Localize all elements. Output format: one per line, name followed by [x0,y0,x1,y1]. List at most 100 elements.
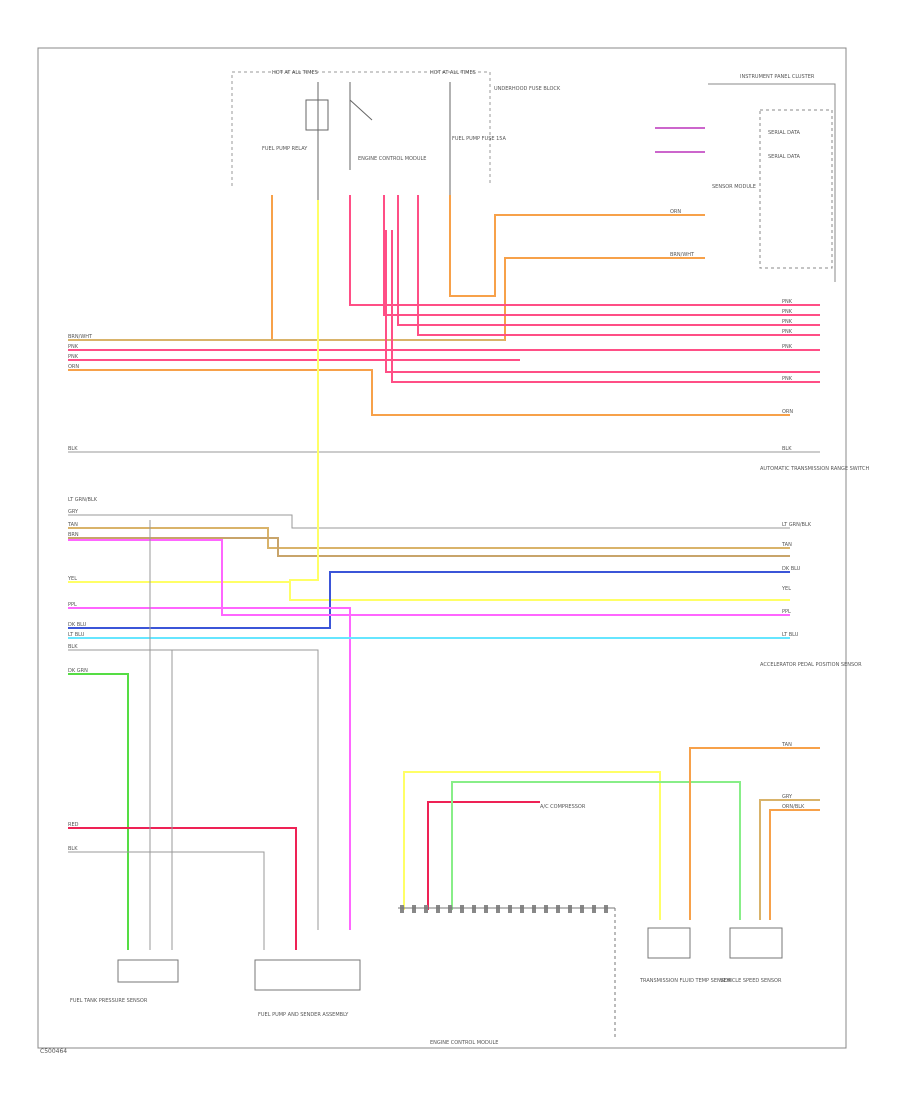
cluster-text-1: SERIAL DATA [768,130,801,136]
ecm-pin [448,905,452,913]
left-wire-label: LT BLU [68,632,85,638]
ecm-pin [604,905,608,913]
wire-orange-0 [271,195,705,341]
right-wire-label: PNK [782,344,793,350]
wire-blue-18 [68,571,790,629]
left-wire-label: LT GRN/BLK [68,497,98,503]
left-wire-label: ORN [68,364,79,370]
right-wire-label: PNK [782,319,793,325]
fuse-top-left-label: HOT AT ALL TIMES [272,70,318,76]
wire-group [68,195,820,950]
wire-light_green-30 [451,781,741,920]
wire-red-29 [427,801,540,910]
wire-pink-8 [397,195,820,326]
ecm-pin [580,905,584,913]
bottom-label-5: VEHICLE SPEED SENSOR [720,978,782,984]
wire-yellow-16 [289,200,790,601]
right-wire-label: ORN [670,209,681,215]
right-wire-label: LT GRN/BLK [782,522,812,528]
wire-magenta-20 [68,607,351,930]
cluster-inputs [655,127,705,153]
left-wire-label: DK GRN [68,668,88,674]
ecm-pin [484,905,488,913]
wire-brown-15 [68,537,790,557]
left-wire-label: DK BLU [68,622,87,628]
right-wire-label: LT BLU [782,632,799,638]
left-wire-label: TAN [67,522,78,528]
wire-pink-9 [417,195,820,336]
left-wire-label: BRN/WHT [68,334,93,340]
left-wire-label: BRN [68,532,79,538]
ecm-pin [556,905,560,913]
right-wire-label: YEL [781,586,791,592]
bottom-label-2: FUEL PUMP AND SENDER ASSEMBLY [258,1012,349,1018]
ecm-pin [544,905,548,913]
right-wire-labels: ORN BRN/WHT PNK PNK PNK PNK PNK PNK ORN BLK LT GRN… [670,209,812,810]
wire-green-23 [68,673,129,950]
left-wire-label: GRY [68,509,79,515]
left-wire-label: BLK [68,644,78,650]
left-wire-label: PNK [68,354,79,360]
wire-gray-13 [68,514,790,529]
right-wire-label: TAN [781,742,792,748]
bottom-components [117,907,783,1040]
right-wire-label: TAN [781,542,792,548]
right-wire-label: GRY [782,794,793,800]
relay-label-1: FUEL PUMP RELAY [262,146,308,152]
wire-pink-7 [383,195,820,316]
right-wire-label: PPL [782,609,791,615]
underhood-box-label: UNDERHOOD FUSE BLOCK [494,86,561,92]
ecm-pin [508,905,512,913]
left-wire-label: RED [68,822,79,828]
right-wire-label: PNK [782,299,793,305]
fuse-relay-box [231,71,491,186]
left-wire-label: PPL [68,602,77,608]
wire-gray-25 [68,851,265,950]
right-wire-label: BLK [782,446,792,452]
wire-pink-11 [391,230,820,383]
right-wire-label: PNK [782,309,793,315]
wire-magenta-19 [68,539,790,616]
instrument-cluster-label: INSTRUMENT PANEL CLUSTER [740,74,815,80]
cluster-text-2: SERIAL DATA [768,154,801,160]
wire-orange-31 [689,747,820,920]
ecm-pin [520,905,524,913]
wire-pink-10 [385,230,820,373]
right-wire-label: ORN [782,409,793,415]
wire-orange-33 [769,809,820,920]
wire-orange-5 [449,195,705,297]
ecm-pin [400,905,404,913]
wire-orange-4 [68,369,790,416]
ecm-pin [568,905,572,913]
wire-gray-22 [68,649,319,930]
side-note-2: ACCELERATOR PEDAL POSITION SENSOR [760,662,862,668]
ecm-pin [496,905,500,913]
right-wire-label: PNK [782,376,793,382]
wire-tan-32 [759,799,820,920]
cluster-text-3: SENSOR MODULE [712,184,756,190]
right-wire-label: ORN/BLK [782,804,805,810]
footer-code: C500464 [40,1048,67,1055]
ecm-pin [424,905,428,913]
right-wire-label: DK BLU [782,566,801,572]
instrument-cluster-box [708,83,836,282]
diagram-frame [37,47,847,1049]
left-wire-label: PNK [68,344,79,350]
bottom-label-1: FUEL TANK PRESSURE SENSOR [70,998,148,1004]
ecm-pin [592,905,596,913]
ecm-pin [412,905,416,913]
right-wire-label: BRN/WHT [670,252,695,258]
wire-red-24 [68,827,297,950]
wire-yellow-28 [403,771,661,920]
ecm-pin [436,905,440,913]
bottom-label-3: ENGINE CONTROL MODULE [430,1040,498,1046]
fuse-top-right-label: HOT AT ALL TIMES [430,70,476,76]
relay-label-3: FUEL PUMP FUSE 15A [452,136,506,142]
ac-label: A/C COMPRESSOR [540,804,586,810]
relay-label-2: ENGINE CONTROL MODULE [358,156,426,162]
right-wire-label: PNK [782,329,793,335]
relay-symbol [305,82,451,200]
left-wire-label: BLK [68,846,78,852]
